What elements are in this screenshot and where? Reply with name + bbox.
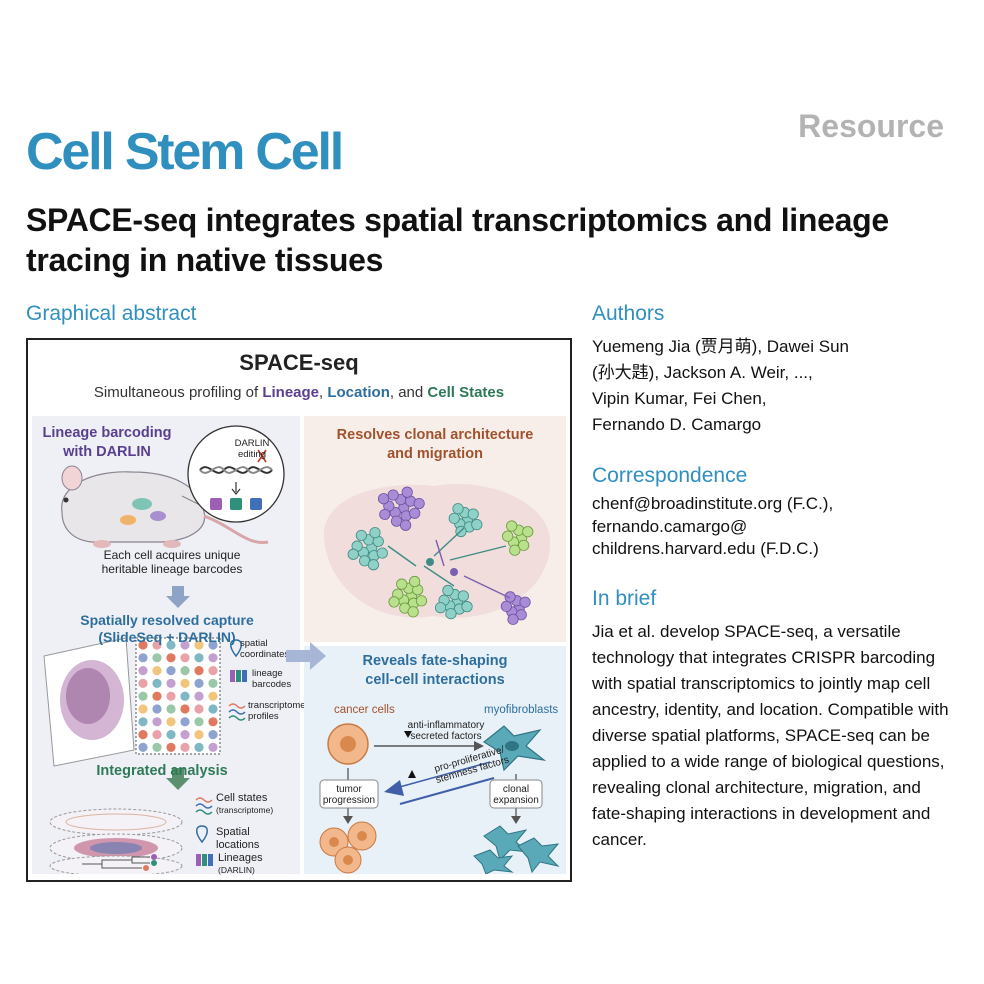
journal-logo: Cell Stem Cell — [26, 123, 344, 181]
graphical-abstract: SPACE-seq Simultaneous profiling of Line… — [26, 338, 572, 882]
panel-clonal-architecture: Resolves clonal architecture and migrati… — [304, 416, 566, 642]
ga-title: SPACE-seq — [239, 350, 359, 375]
mouse-illustration — [61, 465, 269, 548]
anti-inflammatory-label: anti-inflammatory secreted factors — [407, 720, 485, 742]
in-brief-heading: In brief — [592, 587, 657, 610]
panel-cell-interactions: Reveals fate-shaping cell-cell interacti… — [304, 646, 566, 874]
legend-spatial: spatial coordinates — [240, 638, 290, 660]
author-line: Yuemeng Jia (贾月萌), Dawei Sun — [592, 337, 849, 356]
subtitle-location: Location — [327, 384, 390, 401]
myofibroblasts-label: myofibroblasts — [484, 704, 559, 716]
legend-lineage: lineage barcodes — [252, 668, 292, 690]
legend-icons — [228, 639, 247, 721]
acquire-text: Each cell acquires unique heritable line… — [101, 548, 243, 576]
article-type: Resource — [798, 108, 944, 144]
tumor-progression-label: tumor progression — [322, 784, 376, 806]
colored-cells — [120, 498, 166, 525]
author-line: Vipin Kumar, Fei Chen, — [592, 389, 767, 408]
int-cellstates-sub: (transcriptome) — [216, 805, 274, 815]
int-lineages: Lineages — [218, 852, 263, 864]
tissue-slice — [43, 637, 135, 767]
correspondence-heading: Correspondence — [592, 464, 748, 487]
int-cellstates: Cell states — [216, 792, 268, 804]
authors-list: Yuemeng Jia (贾月萌), Dawei Sun (孙大韪), Jack… — [592, 334, 952, 438]
clonal-expansion-label: clonal expansion — [493, 784, 539, 806]
left-panel-illustration — [43, 425, 285, 874]
panel-arrow — [286, 642, 326, 670]
authors-heading: Authors — [592, 302, 665, 325]
interaction-title: Reveals fate-shaping cell-cell interacti… — [362, 653, 508, 688]
author-line: (孙大韪), Jackson A. Weir, ..., — [592, 363, 813, 382]
subtitle-sep: , — [319, 384, 328, 401]
clonal-title: Resolves clonal architecture and migrati… — [336, 427, 534, 462]
article-title: SPACE-seq integrates spatial transcripto… — [26, 202, 889, 278]
integrated-title: Integrated analysis — [96, 763, 228, 779]
correspondence-emails: chenf@broadinstitute.org (F.C.), fernand… — [592, 493, 952, 561]
email-line[interactable]: fernando.camargo@ — [592, 516, 748, 536]
capture-title: Spatially resolved capture (SlideSeq + D… — [80, 612, 254, 645]
author-line: Fernando D. Camargo — [592, 415, 762, 434]
subtitle-lineage: Lineage — [262, 384, 320, 401]
graphical-abstract-heading: Graphical abstract — [26, 302, 197, 325]
email-line[interactable]: chenf@broadinstitute.org (F.C.), — [592, 494, 834, 513]
int-spatial: Spatial locations — [216, 826, 260, 851]
clonal-illustration — [323, 484, 551, 625]
interaction-illustration — [319, 723, 560, 874]
arrow-down — [166, 586, 190, 608]
darlin-zoom-circle — [181, 425, 285, 523]
bead-array — [135, 637, 221, 755]
legend-transcriptome: transcriptome profiles — [248, 700, 306, 722]
cancer-cells-label: cancer cells — [334, 704, 395, 716]
subtitle-sep: , and — [389, 384, 428, 401]
arrow-down — [166, 768, 190, 790]
subtitle-cell-states: Cell States — [427, 384, 505, 401]
panel-lineage-capture: Lineage barcoding with DARLIN — [32, 416, 306, 875]
ga-subtitle: Simultaneous profiling of Lineage, Locat… — [28, 384, 570, 401]
integrated-layers — [49, 797, 213, 874]
barcoding-title: Lineage barcoding with DARLIN — [42, 425, 172, 460]
subtitle-prefix: Simultaneous profiling of — [93, 384, 263, 401]
in-brief-text: Jia et al. develop SPACE-seq, a versatil… — [592, 622, 949, 849]
email-line[interactable]: childrens.harvard.edu (F.D.C.) — [592, 539, 819, 558]
darlin-editing-label: DARLIN editing — [234, 438, 270, 460]
int-lineages-sub: (DARLIN) — [218, 865, 255, 875]
